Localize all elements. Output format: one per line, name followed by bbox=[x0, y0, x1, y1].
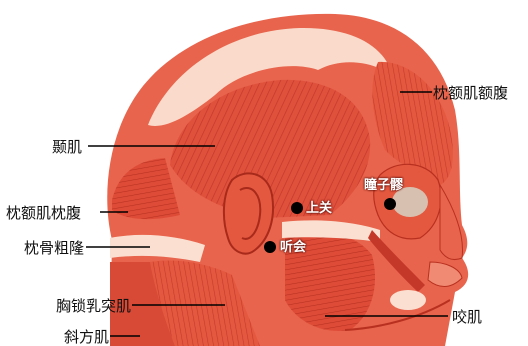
label-xiong-suo-ru-tu-ji: 胸锁乳突肌 bbox=[56, 297, 131, 315]
point-label-shang-guan: 上关 bbox=[306, 201, 332, 217]
label-xie-fang-ji: 斜方肌 bbox=[64, 328, 109, 346]
label-nie-ji: 颞肌 bbox=[52, 138, 82, 156]
label-zhen-gu-cu-long: 枕骨粗隆 bbox=[24, 239, 84, 257]
chin-tendon bbox=[390, 290, 426, 310]
point-label-tong-zi-liao: 瞳子髎 bbox=[364, 178, 403, 194]
point-label-ting-hui: 听会 bbox=[280, 240, 306, 256]
label-yao-ji: 咬肌 bbox=[452, 308, 482, 326]
tong-zi-liao-point bbox=[384, 198, 396, 210]
ting-hui-point bbox=[264, 241, 276, 253]
shang-guan-point bbox=[291, 202, 303, 214]
label-zhen-e-ji-zhen-fu: 枕额肌枕腹 bbox=[6, 204, 81, 222]
label-zhen-e-ji-e-fu: 枕额肌额腹 bbox=[433, 84, 508, 102]
